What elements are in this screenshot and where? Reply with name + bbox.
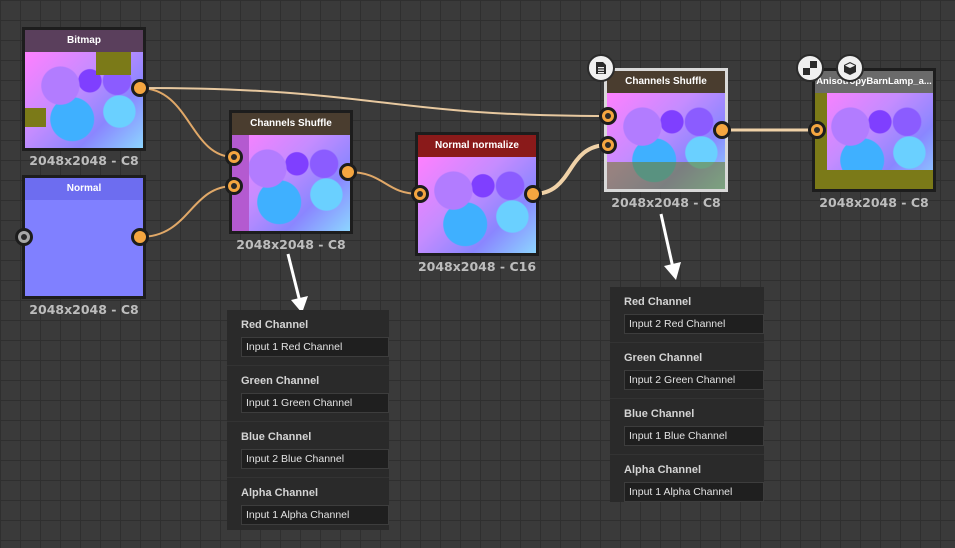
node-thumbnail [25,200,143,296]
blue-channel-dropdown[interactable]: Input 2 Blue Channel [241,449,389,469]
wire-bitmap-to-shuffle2 [139,87,609,117]
green-channel-dropdown[interactable]: Input 1 Green Channel [241,393,389,413]
bitmap-node[interactable]: Bitmap [22,27,146,151]
red-channel-dropdown[interactable]: Input 2 Red Channel [624,314,764,334]
red-channel-dropdown[interactable]: Input 1 Red Channel [241,337,389,357]
arrow-down-icon [659,213,681,280]
output-input-port[interactable] [808,121,826,139]
wire-bitmap-to-shuffle1 [139,87,235,158]
cube-icon[interactable] [836,54,864,82]
arrow-down-icon [286,253,308,313]
shuffle2-input-2-port[interactable] [599,136,617,154]
shuffle1-output-port[interactable] [339,163,357,181]
channels-shuffle-node-1[interactable]: Channels Shuffle [229,110,353,234]
node-thumbnail [815,93,933,189]
alpha-channel-dropdown[interactable]: Input 1 Alpha Channel [624,482,764,502]
bitmap-resolution: 2048x2048 - C8 [29,153,139,168]
green-channel-label: Green Channel [241,375,320,387]
document-icon[interactable] [587,54,615,82]
bitmap-output-port[interactable] [131,79,149,97]
shuffle1-input-1-port[interactable] [225,148,243,166]
alpha-channel-section: Alpha Channel Input 1 Alpha Channel [227,477,389,533]
normalize-input-port[interactable] [411,185,429,203]
output-node[interactable]: AnisotropyBarnLamp_a... [812,68,936,192]
alpha-channel-label: Alpha Channel [624,464,702,476]
output-resolution: 2048x2048 - C8 [819,195,929,210]
node-title: Bitmap [25,30,143,52]
checker-icon[interactable] [796,54,824,82]
node-title: Channels Shuffle [232,113,350,135]
wire-normalize-to-shuffle2 [532,143,609,196]
normal-node[interactable]: Normal [22,175,146,299]
normal-normalize-node[interactable]: Normal normalize [415,132,539,256]
green-channel-section: Green Channel Input 1 Green Channel [227,365,389,421]
normalize-resolution: 2048x2048 - C16 [417,259,537,274]
shuffle2-resolution: 2048x2048 - C8 [611,195,721,210]
node-thumbnail [232,135,350,231]
wire-normal-to-shuffle1 [139,185,235,238]
node-title: Normal [25,178,143,200]
green-channel-section: Green Channel Input 2 Green Channel [610,342,764,398]
channels-shuffle-node-2[interactable]: Channels Shuffle [604,68,728,192]
shuffle1-input-2-port[interactable] [225,177,243,195]
node-title: Normal normalize [418,135,536,157]
alpha-channel-label: Alpha Channel [241,487,319,499]
shuffle1-properties-panel: Red Channel Input 1 Red Channel Green Ch… [227,310,389,530]
blue-channel-section: Blue Channel Input 1 Blue Channel [610,398,764,454]
alpha-channel-dropdown[interactable]: Input 1 Alpha Channel [241,505,389,525]
blue-channel-dropdown[interactable]: Input 1 Blue Channel [624,426,764,446]
red-channel-label: Red Channel [241,319,309,331]
alpha-channel-section: Alpha Channel Input 1 Alpha Channel [610,454,764,510]
normal-resolution: 2048x2048 - C8 [29,302,139,317]
blue-channel-section: Blue Channel Input 2 Blue Channel [227,421,389,477]
wire-shuffle1-to-normalize [347,171,421,195]
node-thumbnail [25,52,143,148]
shuffle2-output-port[interactable] [713,121,731,139]
normalize-output-port[interactable] [524,185,542,203]
node-title: AnisotropyBarnLamp_a... [815,71,933,93]
node-thumbnail [607,93,725,189]
shuffle2-properties-panel: Red Channel Input 2 Red Channel Green Ch… [610,287,764,502]
green-channel-label: Green Channel [624,352,703,364]
red-channel-section: Red Channel Input 1 Red Channel [227,310,389,365]
node-title: Channels Shuffle [607,71,725,93]
red-channel-section: Red Channel Input 2 Red Channel [610,287,764,342]
shuffle1-resolution: 2048x2048 - C8 [236,237,346,252]
normal-output-port[interactable] [131,228,149,246]
blue-channel-label: Blue Channel [624,408,695,420]
green-channel-dropdown[interactable]: Input 2 Green Channel [624,370,764,390]
shuffle2-input-1-port[interactable] [599,107,617,125]
node-thumbnail [418,157,536,253]
blue-channel-label: Blue Channel [241,431,312,443]
normal-input-port[interactable] [15,228,33,246]
red-channel-label: Red Channel [624,296,692,308]
